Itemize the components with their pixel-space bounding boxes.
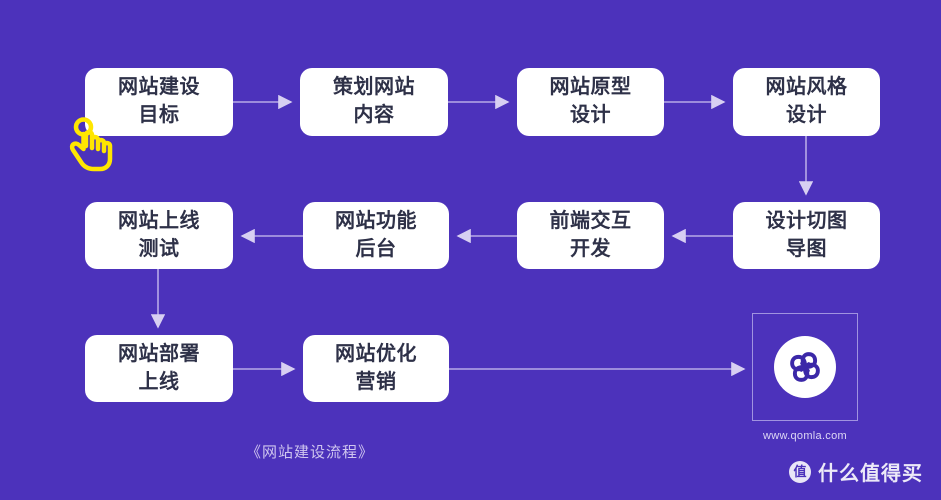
node-line-2: 营销	[355, 370, 397, 393]
node-line-1: 网站部署	[118, 342, 200, 365]
node-line-2: 测试	[138, 237, 180, 260]
node-line-2: 设计	[786, 104, 827, 126]
flow-node-launch-test[interactable]: 网站上线 测试	[85, 202, 233, 269]
flow-node-backend-function[interactable]: 网站功能 后台	[303, 202, 449, 269]
flow-node-style-design[interactable]: 网站风格 设计	[733, 68, 880, 136]
node-line-1: 前端交互	[549, 209, 632, 232]
flow-node-frontend-dev[interactable]: 前端交互 开发	[517, 202, 664, 269]
node-line-2: 设计	[570, 104, 611, 126]
node-line-2: 后台	[355, 237, 397, 260]
diagram-caption: 《网站建设流程》	[245, 444, 374, 461]
watermark-badge-icon: 值	[789, 460, 811, 483]
node-line-1: 网站建设	[118, 76, 200, 99]
node-line-2: 目标	[138, 104, 180, 126]
node-line-2: 上线	[138, 370, 180, 393]
flow-node-optimize-marketing[interactable]: 网站优化 营销	[303, 335, 449, 402]
node-line-1: 网站优化	[335, 342, 417, 365]
flow-node-website-goal[interactable]: 网站建设 目标	[85, 68, 233, 136]
logo-disc	[774, 336, 836, 398]
watermark-text: 什么值得买	[818, 463, 923, 485]
node-line-2: 内容	[353, 104, 395, 126]
flow-node-design-slicing[interactable]: 设计切图 导图	[733, 202, 880, 269]
node-line-1: 网站风格	[765, 76, 848, 99]
flow-node-deploy-online[interactable]: 网站部署 上线	[85, 335, 233, 402]
node-line-2: 开发	[570, 237, 611, 260]
hand-pointer-cursor	[69, 117, 113, 172]
node-line-1: 网站功能	[335, 209, 417, 232]
node-line-1: 网站上线	[118, 209, 200, 232]
flow-node-prototype-design[interactable]: 网站原型 设计	[517, 68, 664, 136]
node-line-1: 网站原型	[549, 76, 632, 99]
logo-frame[interactable]	[752, 313, 858, 421]
qomla-clover-icon	[790, 352, 820, 382]
flow-node-plan-content[interactable]: 策划网站 内容	[300, 68, 448, 136]
logo-url-label: www.qomla.com	[763, 430, 847, 442]
node-line-2: 导图	[786, 237, 827, 260]
node-line-1: 策划网站	[333, 76, 415, 99]
watermark: 值 什么值得买	[789, 457, 923, 486]
node-line-1: 设计切图	[765, 209, 848, 232]
